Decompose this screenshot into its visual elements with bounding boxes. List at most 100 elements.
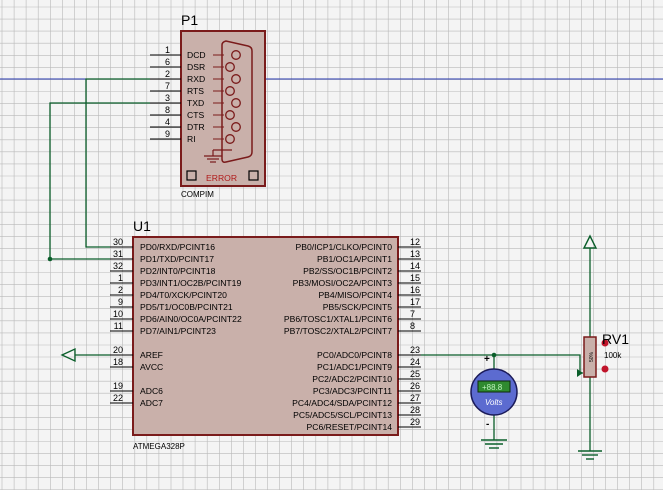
aref-terminal-icon [60, 347, 110, 363]
pin-number: 30 [113, 237, 123, 247]
pin-label: PD0/RXD/PCINT16 [140, 242, 215, 252]
pin-number: 27 [410, 393, 420, 403]
pin-label: PB4/MISO/PCINT4 [318, 290, 392, 300]
pin-number: 31 [113, 249, 123, 259]
pin-label: RI [187, 134, 196, 144]
pin-label: PD2/INT0/PCINT18 [140, 266, 216, 276]
pin-label: PB0/ICP1/CLKO/PCINT0 [296, 242, 393, 252]
pin-number: 9 [118, 297, 123, 307]
pin-number: 15 [410, 273, 420, 283]
pin-number: 25 [410, 369, 420, 379]
p1-type-label: COMPIM [181, 190, 214, 199]
pin-number: 11 [114, 321, 123, 331]
pin-number: 2 [165, 69, 170, 79]
pin-label: PC5/ADC5/SCL/PCINT13 [293, 410, 392, 420]
wire-junction [47, 256, 53, 262]
pin-label: AVCC [140, 362, 163, 372]
pin-number: 8 [165, 105, 170, 115]
ground-icon [578, 450, 602, 460]
ground-icon [481, 439, 507, 449]
rv1-body [583, 336, 597, 378]
connector-pin-icon [231, 122, 241, 132]
pin-label: PB6/TOSC1/XTAL1/PCINT6 [284, 314, 392, 324]
pin-label: PB2/SS/OC1B/PCINT2 [303, 266, 392, 276]
pin-number: 26 [410, 381, 420, 391]
pin-number: 4 [165, 117, 170, 127]
pin-label: PD4/T0/XCK/PCINT20 [140, 290, 227, 300]
connector-pin-icon [231, 74, 241, 84]
pin-label: AREF [140, 350, 163, 360]
connector-pin-icon [225, 86, 235, 96]
pin-label: PD1/TXD/PCINT17 [140, 254, 214, 264]
pin-number: 7 [410, 309, 415, 319]
voltmeter-plus: + [484, 354, 490, 365]
pin-label: PD6/AIN0/OC0A/PCINT22 [140, 314, 242, 324]
pin-number: 16 [410, 285, 420, 295]
u1-right-pins: 12PB0/ICP1/CLKO/PCINT013PB1/OC1A/PCINT11… [284, 237, 421, 432]
wire-txd [49, 102, 150, 260]
pin-label: PC4/ADC4/SDA/PCINT12 [292, 398, 392, 408]
pin-number: 23 [410, 345, 420, 355]
power-terminal-icon [582, 234, 598, 249]
pin-label: DTR [187, 122, 205, 132]
pin-number: 17 [410, 297, 420, 307]
voltmeter[interactable]: + +88.8 Volts - [470, 354, 518, 449]
pin-label: DSR [187, 62, 205, 72]
pin-label: RTS [187, 86, 204, 96]
pin-number: 18 [113, 357, 123, 367]
connector-pin-icon [225, 134, 235, 144]
p1-error-text: ERROR [206, 173, 237, 183]
p1-indicator-left [186, 170, 197, 181]
pin-number: 22 [113, 393, 123, 403]
u1-ref: U1 [133, 218, 151, 234]
pin-label: PD7/AIN1/PCINT23 [140, 326, 216, 336]
p1-body [180, 30, 266, 187]
pin-label: PC2/ADC2/PCINT10 [312, 374, 392, 384]
pin-label: PB7/TOSC2/XTAL2/PCINT7 [284, 326, 392, 336]
pin-number: 3 [165, 93, 170, 103]
pin-number: 14 [410, 261, 420, 271]
pin-number: 12 [410, 237, 420, 247]
pin-number: 29 [410, 417, 420, 427]
p1-indicator-right [248, 170, 259, 181]
rv1-ref: RV1 [602, 331, 629, 347]
pin-number: 1 [118, 273, 123, 283]
pin-number: 24 [410, 357, 420, 367]
pin-label: CTS [187, 110, 204, 120]
pin-label: PC1/ADC1/PCINT9 [317, 362, 392, 372]
voltmeter-unit-label: Volts [485, 398, 503, 407]
pin-label: ADC7 [140, 398, 163, 408]
voltmeter-display [477, 380, 511, 393]
connector-pin-icon [231, 50, 241, 60]
pin-label: PB5/SCK/PCINT5 [323, 302, 392, 312]
rv1-value: 100k [604, 351, 622, 360]
pin-number: 2 [118, 285, 123, 295]
pin-label: PC6/RESET/PCINT14 [307, 422, 393, 432]
pin-number: 8 [410, 321, 415, 331]
pin-number: 13 [410, 249, 420, 259]
pin-number: 1 [165, 45, 170, 55]
connector-pin-icon [225, 62, 235, 72]
pin-number: 9 [165, 129, 170, 139]
u1-body [132, 236, 399, 436]
pin-label: DCD [187, 50, 206, 60]
wire-junction-pc0 [491, 352, 497, 358]
rv1-potentiometer[interactable]: 50% RV1 100k [577, 234, 629, 460]
pin-number: 19 [113, 381, 123, 391]
rv1-terminal-bottom[interactable] [601, 365, 609, 373]
pin-label: PB3/MOSI/OC2A/PCINT3 [293, 278, 393, 288]
voltmeter-reading: +88.8 [482, 383, 503, 392]
pin-label: PC0/ADC0/PCINT8 [317, 350, 392, 360]
u1-part-label: ATMEGA328P [133, 442, 185, 451]
rv1-terminal-top[interactable] [601, 339, 609, 347]
rv1-wiper-icon [577, 369, 583, 377]
pin-label: TXD [187, 98, 204, 108]
pin-number: 6 [165, 57, 170, 67]
pin-number: 10 [113, 309, 123, 319]
connector-pin-icon [231, 98, 241, 108]
